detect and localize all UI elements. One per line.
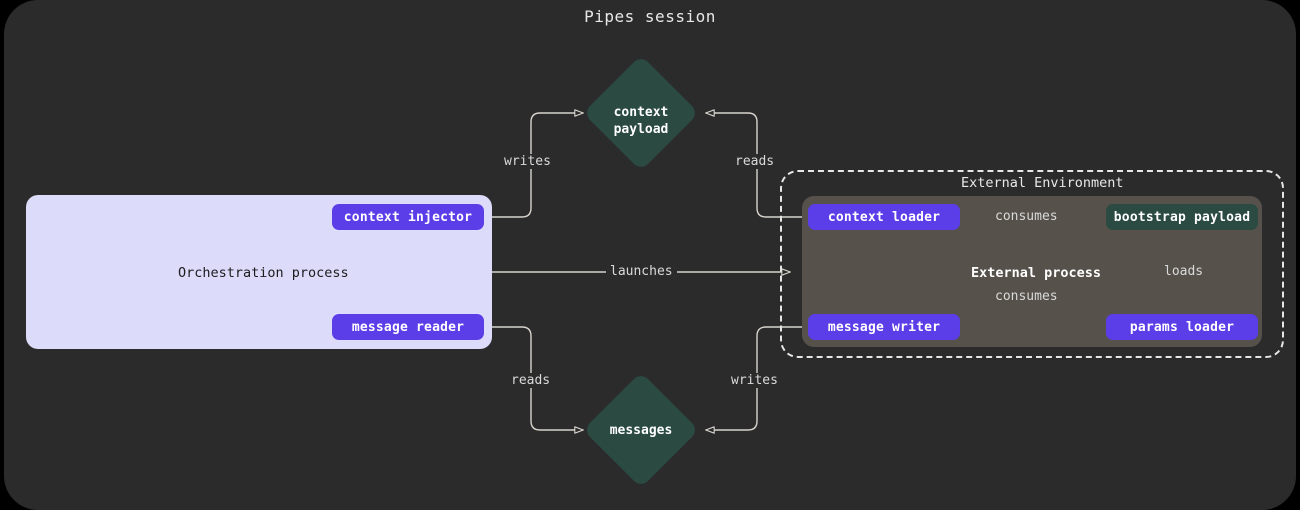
store-messages-label: messages: [609, 423, 673, 438]
external-environment-label: External Environment: [955, 175, 1130, 191]
external-process-label: External process: [971, 265, 1102, 281]
orchestration-process-label: Orchestration process: [178, 265, 349, 281]
edge-label-reads-messages: reads: [507, 373, 555, 388]
edge-label-launches: launches: [606, 264, 677, 279]
pill-message-writer[interactable]: message writer: [808, 314, 960, 340]
edge-label-reads-context: reads: [731, 154, 779, 169]
pill-bootstrap-payload[interactable]: bootstrap payload: [1106, 204, 1258, 230]
edge-label-loads: loads: [1160, 264, 1208, 279]
edge-label-writes-context: writes: [500, 154, 555, 169]
pill-params-loader[interactable]: params loader: [1106, 314, 1258, 340]
pill-context-loader[interactable]: context loader: [808, 204, 960, 230]
edge-label-consumes-context: consumes: [991, 209, 1062, 224]
store-context-payload-label: context payload: [613, 105, 669, 137]
external-environment-box[interactable]: [780, 170, 1284, 358]
edge-label-writes-messages: writes: [727, 373, 782, 388]
pill-message-reader[interactable]: message reader: [332, 314, 484, 340]
edge-label-consumes-message: consumes: [991, 289, 1062, 304]
pill-context-injector[interactable]: context injector: [332, 204, 484, 230]
page-title: Pipes session: [584, 7, 716, 26]
